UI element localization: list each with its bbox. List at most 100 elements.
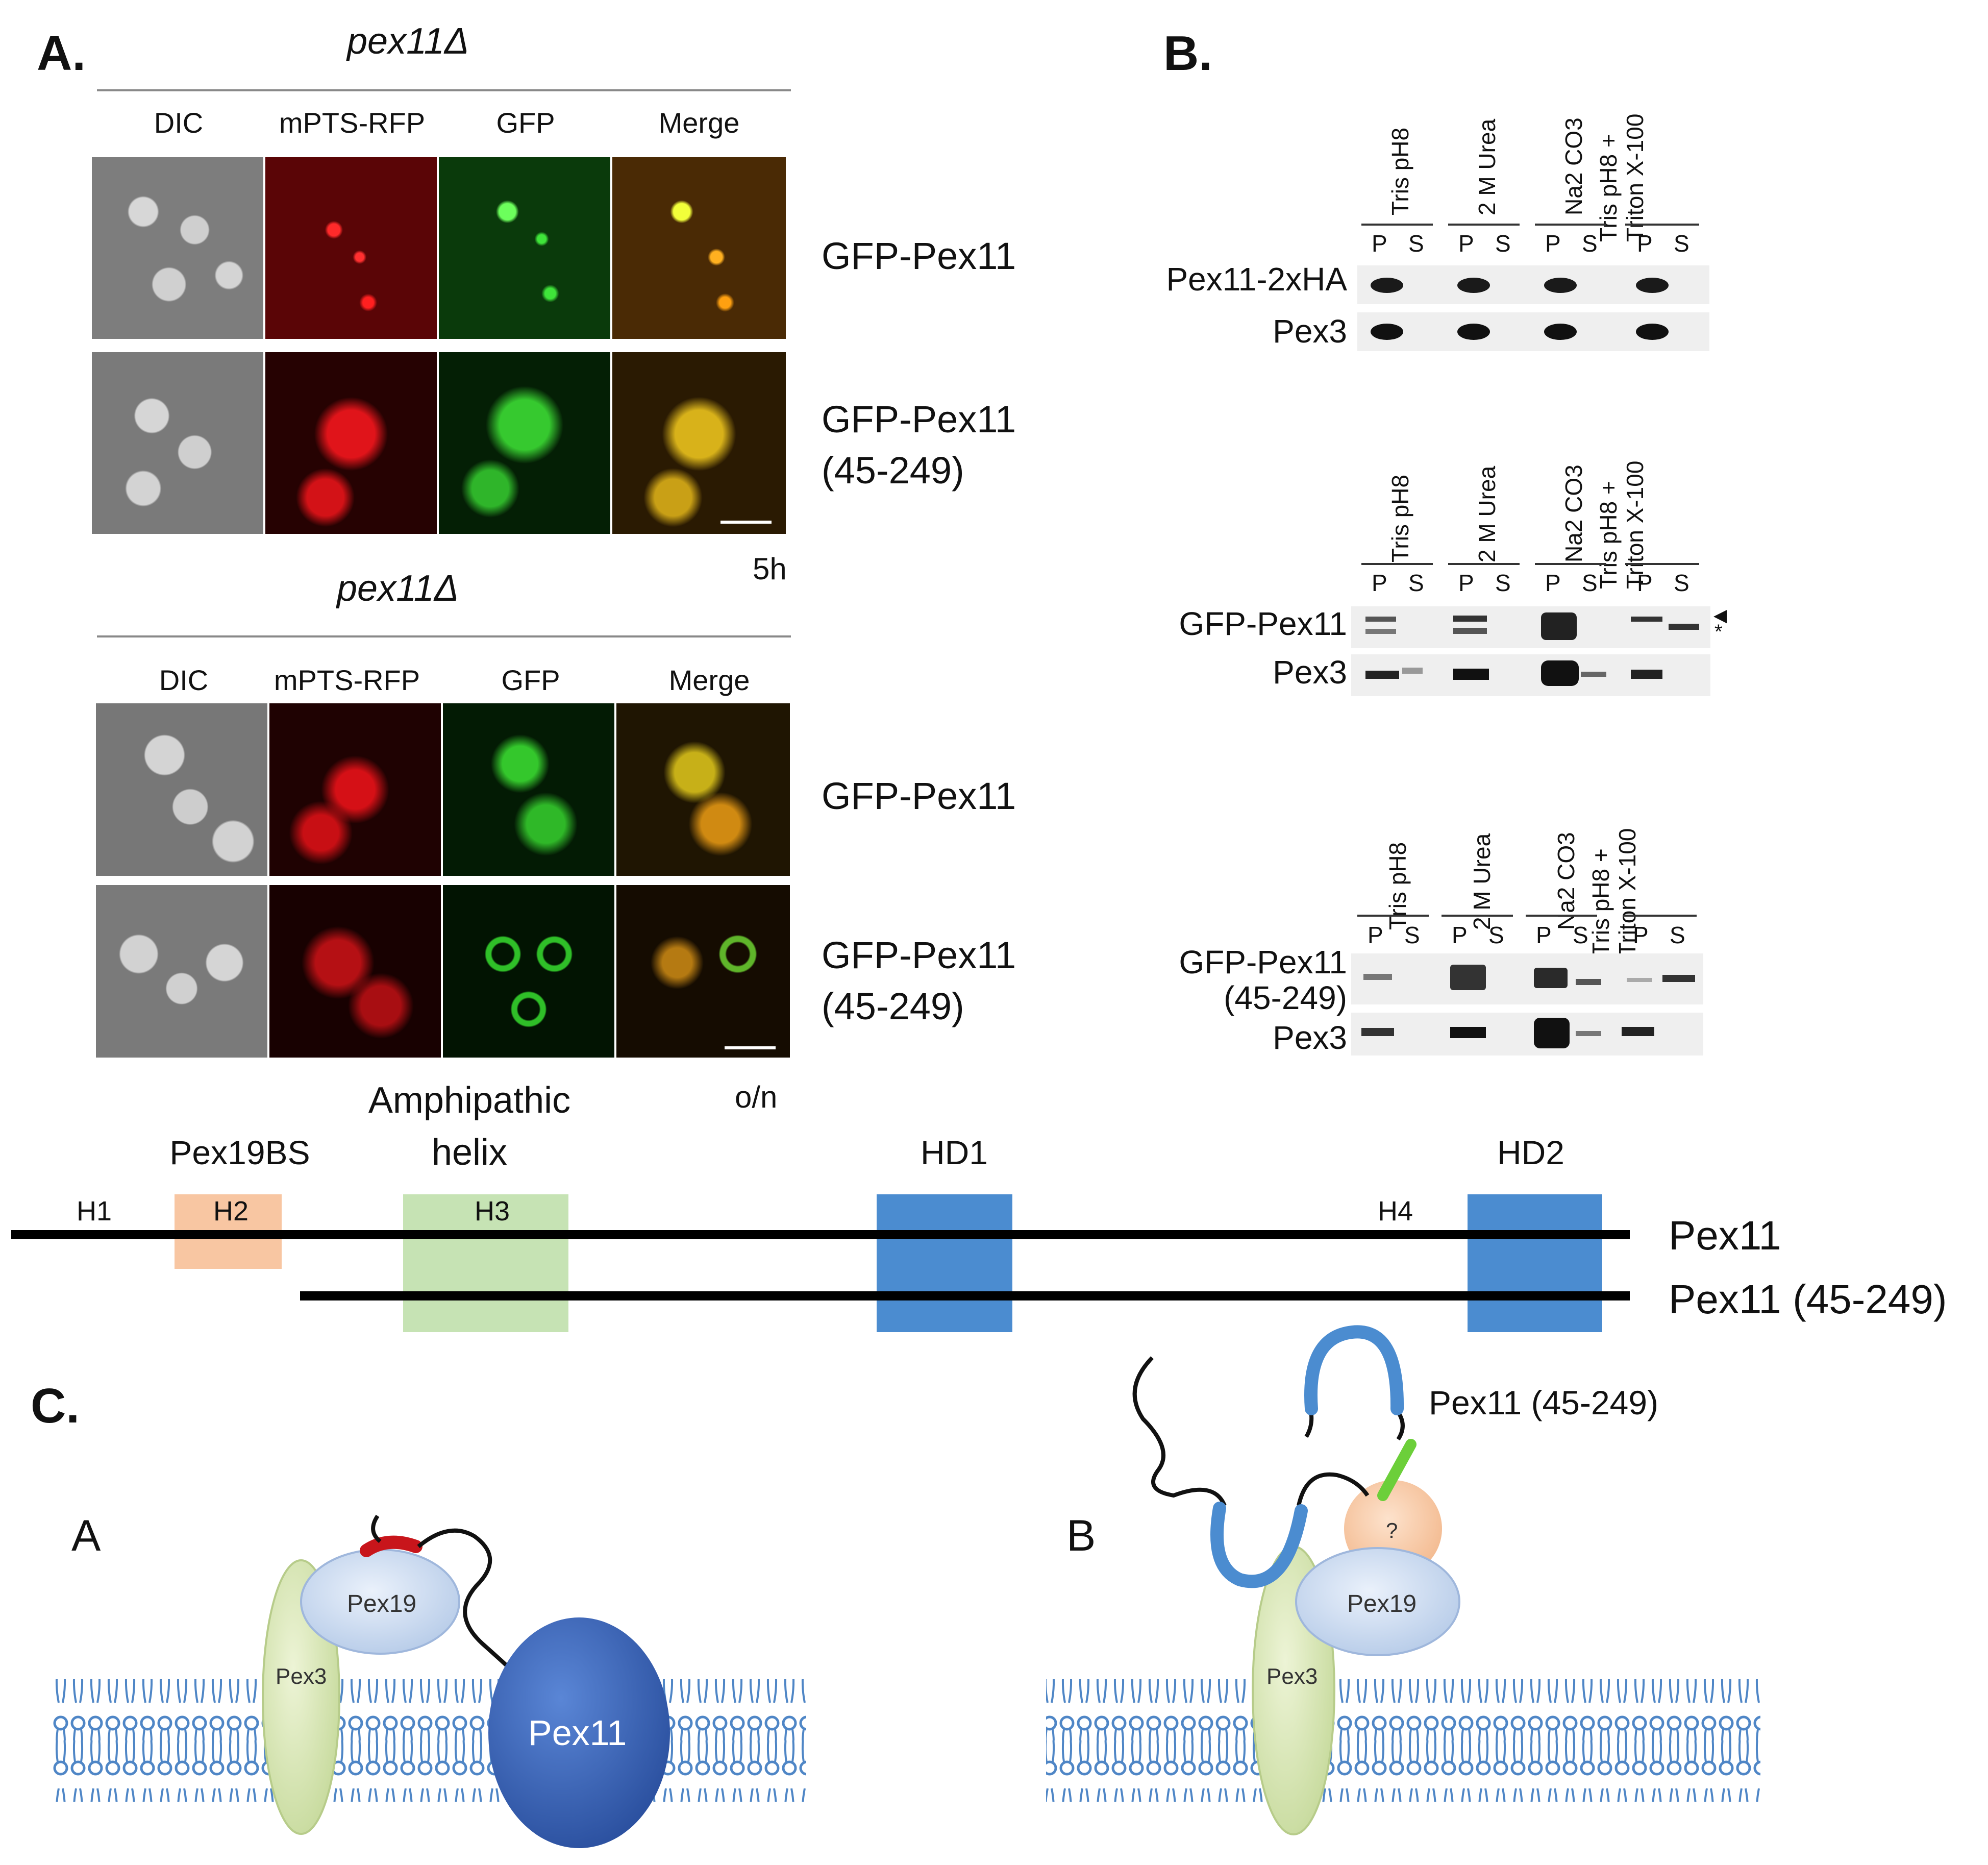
blot-row-label: Pex3 — [1273, 654, 1347, 691]
helix-label: H1 — [77, 1196, 112, 1226]
micrograph-grid-top — [92, 157, 787, 535]
domain-label-amphipathic: Amphipathic helix — [368, 1080, 571, 1173]
micrograph-merge — [616, 885, 790, 1058]
pex11-tail — [371, 1514, 512, 1671]
lane-label-s: S — [1674, 570, 1689, 596]
micrograph-gfp — [439, 157, 610, 339]
micrograph-rfp — [269, 885, 441, 1058]
micrograph-rfp — [269, 703, 441, 876]
column-header-rfp: mPTS-RFP — [279, 107, 426, 139]
domain-hd1-box — [877, 1194, 1012, 1332]
lane-line — [1625, 224, 1699, 226]
lane-label-p: P — [1458, 230, 1474, 257]
domain-label-hd2: HD2 — [1497, 1134, 1565, 1171]
pex19-shape-b — [1295, 1547, 1460, 1656]
domain-hd2-box — [1468, 1194, 1602, 1332]
micrograph-gfp — [439, 352, 610, 534]
micrograph-dic — [96, 703, 267, 876]
lane-line — [1526, 915, 1597, 917]
domain-amphipathic-box — [403, 1194, 568, 1332]
lane-label-s: S — [1408, 230, 1424, 257]
blot-strip — [1357, 265, 1709, 304]
lane-label-p: P — [1637, 570, 1653, 596]
blot-strip — [1351, 606, 1710, 648]
time-label: 5h — [753, 552, 787, 586]
micrograph-rfp — [265, 352, 437, 534]
lane-line — [1361, 224, 1433, 226]
hd-loop — [1304, 1325, 1404, 1415]
lane-label-s: S — [1582, 570, 1598, 596]
strain-underline-bottom — [97, 635, 791, 637]
helix-label: H3 — [475, 1196, 510, 1226]
column-header-rfp: mPTS-RFP — [274, 664, 420, 696]
scale-bar — [720, 521, 772, 524]
membrane-a — [51, 1679, 806, 1802]
lane-label-p: P — [1545, 570, 1561, 596]
pex11-label-a: Pex11 — [528, 1713, 627, 1753]
lane-line — [1535, 563, 1606, 565]
column-header-merge: Merge — [668, 664, 750, 696]
blot-strip — [1357, 312, 1709, 351]
lane-label-p: P — [1536, 922, 1552, 948]
strain-underline-top — [97, 89, 791, 91]
construct-label-c: Pex11 (45-249) — [1429, 1384, 1659, 1421]
lane-line — [1535, 224, 1606, 226]
blot-row-label: Pex3 — [1273, 313, 1347, 350]
lane-label-s: S — [1674, 230, 1689, 257]
lane-line — [1442, 915, 1513, 917]
blot-row-label: Pex11-2xHA — [1166, 261, 1347, 298]
model-a-label: A — [71, 1511, 101, 1560]
column-header-merge: Merge — [658, 107, 740, 139]
construct-line-full — [11, 1230, 1630, 1239]
pex11-shape-a — [488, 1617, 670, 1848]
strain-label-top: pex11Δ — [347, 21, 469, 62]
lane-label-s: S — [1488, 922, 1504, 948]
membrane-b — [1046, 1679, 1760, 1802]
lane-label-p: P — [1368, 922, 1383, 948]
lane-line — [1361, 563, 1433, 565]
lane-label-p: P — [1372, 570, 1387, 596]
helix-label: H4 — [1378, 1196, 1413, 1226]
row-label: GFP-Pex11 (45-249) — [822, 934, 1016, 1027]
unknown-factor-label: ? — [1386, 1518, 1398, 1542]
lane-label-s: S — [1573, 922, 1588, 948]
blot-strip — [1351, 1013, 1703, 1056]
pex3-label-a: Pex3 — [276, 1664, 327, 1689]
lane-label-p: P — [1452, 922, 1468, 948]
panel-a-letter: A. — [37, 26, 86, 81]
panel-b-letter: B. — [1163, 26, 1212, 81]
marker-asterisk: * — [1714, 621, 1723, 643]
construct-label: Pex11 (45-249) — [1669, 1277, 1947, 1322]
lane-label-p: P — [1637, 230, 1653, 257]
micrograph-grid-bottom — [96, 703, 791, 1059]
lane-line — [1357, 915, 1429, 917]
lane-line — [1623, 915, 1697, 917]
micrograph-dic — [92, 352, 263, 534]
lane-label-s: S — [1404, 922, 1420, 948]
lane-label-p: P — [1372, 230, 1387, 257]
column-header-dic: DIC — [159, 664, 209, 696]
hd-loop — [1210, 1502, 1308, 1588]
amphipathic-segment — [1377, 1439, 1417, 1501]
blot-row-label: GFP-Pex11 (45-249) — [1179, 944, 1347, 1016]
column-header-dic: DIC — [154, 107, 204, 139]
row-label: GFP-Pex11 — [822, 235, 1016, 277]
micrograph-merge — [612, 157, 786, 339]
helix-label: H2 — [213, 1196, 249, 1226]
panel-c-letter: C. — [31, 1379, 80, 1433]
pex19-label-a: Pex19 — [347, 1590, 417, 1617]
lane-line — [1448, 563, 1520, 565]
blot-row-label: Pex3 — [1273, 1019, 1347, 1056]
micrograph-merge — [616, 703, 790, 876]
micrograph-gfp — [443, 885, 614, 1058]
lane-label-s: S — [1495, 570, 1511, 596]
row-label: GFP-Pex11 — [822, 775, 1016, 817]
pex11-truncated-tail — [1132, 1356, 1405, 1507]
lane-line — [1448, 224, 1520, 226]
lane-label-s: S — [1495, 230, 1511, 257]
model-b-label: B — [1066, 1511, 1096, 1560]
micrograph-dic — [92, 157, 263, 339]
micrograph-rfp — [265, 157, 437, 339]
lane-label-p: P — [1633, 922, 1649, 948]
